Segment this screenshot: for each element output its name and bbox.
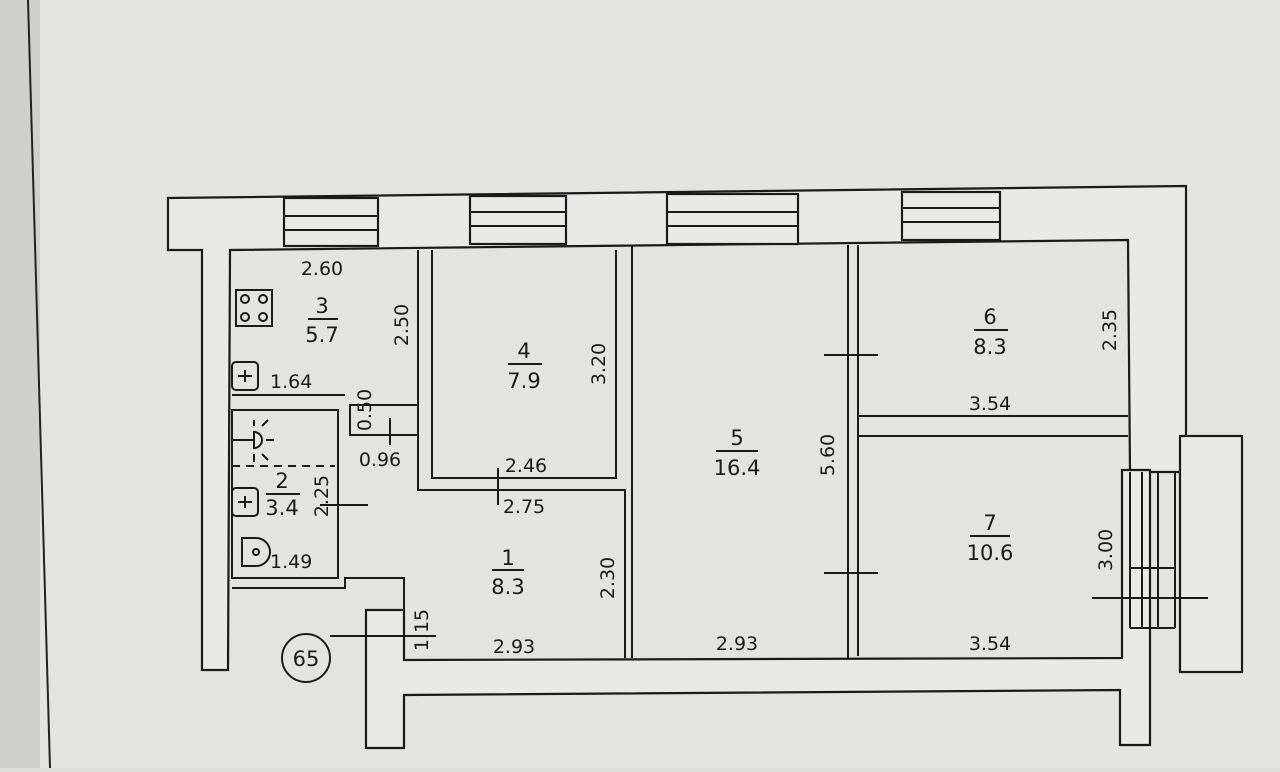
svg-text:5.7: 5.7 bbox=[305, 323, 338, 347]
room-label-7: 710.6 bbox=[967, 511, 1014, 565]
svg-text:1.15: 1.15 bbox=[411, 609, 433, 651]
svg-text:2.93: 2.93 bbox=[493, 636, 535, 658]
room-label-6: 68.3 bbox=[973, 305, 1008, 359]
svg-text:6: 6 bbox=[983, 305, 996, 329]
svg-text:2.25: 2.25 bbox=[311, 475, 333, 517]
svg-text:3.00: 3.00 bbox=[1095, 529, 1117, 571]
room-label-4: 47.9 bbox=[507, 339, 542, 393]
svg-text:0.50: 0.50 bbox=[354, 389, 376, 431]
room-label-5: 516.4 bbox=[714, 426, 761, 480]
svg-text:4: 4 bbox=[517, 339, 530, 363]
window bbox=[665, 192, 800, 246]
svg-text:3.20: 3.20 bbox=[588, 343, 610, 385]
shower-icon bbox=[232, 419, 274, 462]
room-label-1: 18.3 bbox=[491, 546, 524, 599]
room-label-2: 23.4 bbox=[265, 469, 300, 520]
svg-text:3.54: 3.54 bbox=[969, 393, 1011, 415]
svg-text:2.30: 2.30 bbox=[597, 557, 619, 599]
svg-text:3.4: 3.4 bbox=[265, 496, 298, 520]
windows bbox=[282, 190, 1002, 248]
outer-walls bbox=[166, 184, 1244, 750]
svg-text:10.6: 10.6 bbox=[967, 541, 1014, 565]
svg-text:2.35: 2.35 bbox=[1099, 309, 1121, 351]
svg-text:7.9: 7.9 bbox=[507, 369, 540, 393]
svg-text:1.64: 1.64 bbox=[270, 371, 312, 393]
svg-text:2.75: 2.75 bbox=[503, 496, 545, 518]
stove-icon bbox=[235, 289, 273, 327]
svg-text:2.93: 2.93 bbox=[716, 633, 758, 655]
window bbox=[900, 190, 1002, 242]
interior-walls bbox=[231, 245, 1128, 658]
svg-text:3.54: 3.54 bbox=[969, 633, 1011, 655]
svg-text:0.96: 0.96 bbox=[359, 449, 401, 471]
svg-text:1.49: 1.49 bbox=[270, 551, 312, 573]
svg-text:8.3: 8.3 bbox=[491, 575, 524, 599]
svg-text:1: 1 bbox=[501, 546, 514, 570]
room-label-3: 35.7 bbox=[305, 294, 338, 347]
window bbox=[282, 196, 380, 248]
svg-text:2: 2 bbox=[275, 469, 288, 493]
stairs bbox=[1092, 472, 1208, 629]
svg-text:3: 3 bbox=[315, 294, 328, 318]
svg-text:2.60: 2.60 bbox=[301, 258, 343, 280]
svg-text:65: 65 bbox=[293, 647, 320, 671]
dimension-labels: 2.60 2.50 1.64 0.50 0.96 2.25 1.49 2.46 … bbox=[270, 258, 1121, 658]
svg-text:7: 7 bbox=[983, 511, 996, 535]
washbasin-icon bbox=[231, 487, 259, 517]
svg-text:16.4: 16.4 bbox=[714, 456, 761, 480]
svg-text:2.50: 2.50 bbox=[391, 304, 413, 346]
paper-edge bbox=[27, 0, 51, 769]
apartment-number-marker: 65 bbox=[281, 633, 436, 683]
window bbox=[468, 194, 568, 246]
svg-text:5: 5 bbox=[730, 426, 743, 450]
toilet-icon bbox=[241, 537, 271, 567]
svg-text:5.60: 5.60 bbox=[817, 434, 839, 476]
svg-text:2.46: 2.46 bbox=[505, 455, 547, 477]
svg-text:8.3: 8.3 bbox=[973, 335, 1006, 359]
sink-icon bbox=[231, 361, 259, 391]
